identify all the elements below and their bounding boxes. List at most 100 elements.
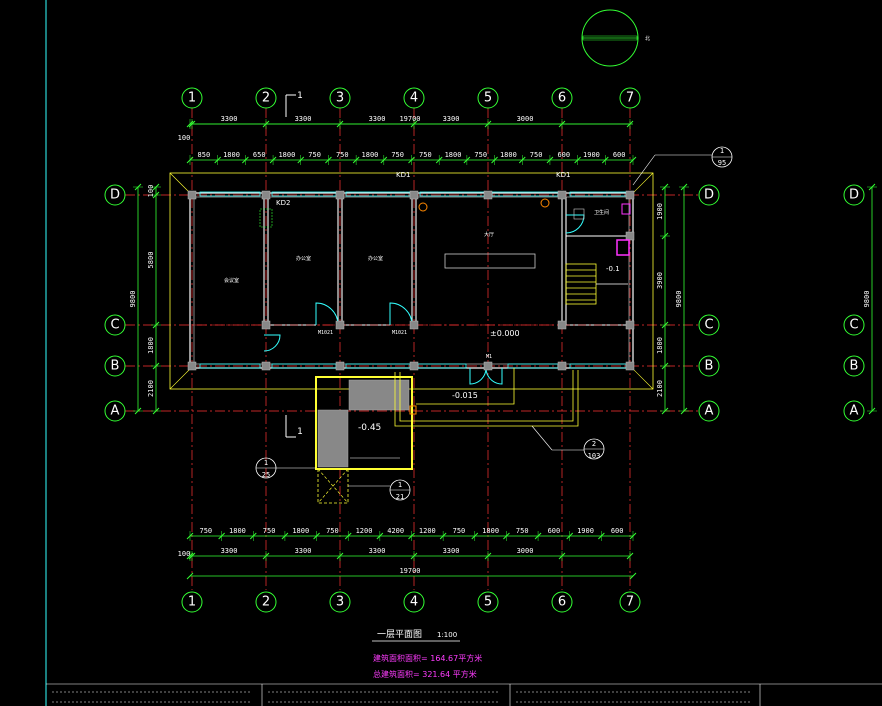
grid-bubble-top-4-label: 4 (410, 91, 418, 106)
area-note-2: 总建筑面积= 321.64 平方米 (373, 669, 477, 679)
dim-bottom-bay-1: 3300 (221, 547, 238, 555)
grid-bubble-top-5-label: 5 (484, 91, 492, 106)
column-1 (187, 361, 197, 371)
svg-text:95: 95 (718, 159, 726, 167)
dim-top-detail-3: 1800 (278, 151, 295, 159)
dim-top-detail-1: 1800 (223, 151, 240, 159)
grid-bubble-bottom-5: 5 (477, 591, 499, 613)
axis-lines-vertical (191, 108, 631, 590)
dim-top-bay-2: 3300 (295, 115, 312, 123)
north-arrow-icon: 北 (581, 9, 650, 67)
column-7 (409, 361, 419, 371)
grid-bubble-left-A-label: A (111, 404, 120, 419)
column-18 (625, 320, 635, 330)
dim-bottom-detail-1: 1800 (229, 527, 246, 535)
column-3 (261, 361, 271, 371)
column-9 (483, 361, 493, 371)
dim-top-bay-4: 3300 (443, 115, 460, 123)
tag-m1021-a: M1021 (318, 330, 333, 336)
dim-bottom-detail-7: 1200 (419, 527, 436, 535)
column-16 (409, 320, 419, 330)
room-label-4: 大厅 (484, 231, 494, 238)
grid-bubble-far-D-label: D (849, 188, 859, 203)
dim-top-total: 19700 (399, 115, 420, 123)
room-label-5: 卫生间 (594, 209, 609, 216)
svg-text:21: 21 (396, 493, 404, 501)
grid-bubble-bottom-2: 2 (255, 591, 277, 613)
notes-band (46, 683, 882, 706)
column-10 (557, 190, 567, 200)
drainage-outline (394, 368, 579, 427)
grid-bubble-top-7-label: 7 (626, 91, 634, 106)
tag-m1021-b: M1021 (392, 330, 407, 336)
room-label-3: 办公室 (368, 255, 383, 262)
drawing-title: 一层平面图 (377, 629, 422, 640)
dim-bottom-detail-12: 1900 (577, 527, 594, 535)
dim-bottom-detail-6: 4200 (387, 527, 404, 535)
dim-bottom-detail-3: 1800 (292, 527, 309, 535)
grid-bubble-far-D: D (843, 184, 865, 206)
column-0 (187, 190, 197, 200)
dim-bottom-detail-9: 1800 (482, 527, 499, 535)
grid-bubble-top-5: 5 (477, 87, 499, 109)
detail-callout-4: 1 21 (348, 457, 411, 501)
dim-top-detail-9: 1800 (445, 151, 462, 159)
grid-bubble-bottom-5-label: 5 (484, 595, 492, 610)
dim-top-bay-1: 3300 (221, 115, 238, 123)
drawing-title-block: 一层平面图 1:100 建筑面积面积= 164.67平方米 总建筑面积= 321… (372, 629, 482, 679)
grid-bubble-right-B-label: B (705, 359, 714, 374)
grid-bubble-far-A-label: A (850, 404, 859, 419)
svg-text:1: 1 (297, 91, 303, 101)
grid-bubble-right-C-label: C (704, 318, 713, 333)
dim-bottom-total: 19700 (399, 567, 420, 575)
detail-callout-2: 2 103 (531, 425, 605, 460)
column-4 (335, 190, 345, 200)
dim-top-offset: 100 (178, 134, 191, 142)
room-label-1: 会议室 (224, 277, 239, 284)
dim-top-detail-0: 850 (198, 151, 211, 159)
dim-bottom-detail-2: 750 (263, 527, 276, 535)
entry-porch (315, 376, 417, 504)
grid-bubble-far-B-label: B (850, 359, 859, 374)
grid-bubble-bottom-1-label: 1 (188, 595, 196, 610)
dim-top-detail-13: 600 (557, 151, 570, 159)
grid-bubble-top-2-label: 2 (262, 91, 270, 106)
svg-text:103: 103 (588, 452, 601, 460)
grid-bubble-right-C: C (698, 314, 720, 336)
grid-bubble-bottom-4: 4 (403, 591, 425, 613)
grid-bubble-far-C: C (843, 314, 865, 336)
north-label: 北 (645, 35, 650, 42)
detail-callout-3: 1 25 (255, 457, 316, 479)
level-outside: -0.45 (358, 423, 381, 433)
grid-bubble-left-D-label: D (110, 188, 120, 203)
svg-text:1: 1 (264, 459, 268, 467)
svg-text:1: 1 (720, 147, 724, 155)
grid-bubble-bottom-6-label: 6 (558, 595, 566, 610)
grid-bubble-bottom-2-label: 2 (262, 595, 270, 610)
grid-bubble-bottom-7: 7 (619, 591, 641, 613)
tag-m1: M1 (486, 354, 492, 360)
room-label-2: 办公室 (296, 255, 311, 262)
window-bottom-4 (507, 363, 559, 369)
column-2 (261, 190, 271, 200)
area-note-1: 建筑面积面积= 164.67平方米 (373, 653, 482, 663)
detail-callout-1: 1 95 (632, 146, 733, 186)
grid-bubble-bottom-3: 3 (329, 591, 351, 613)
section-mark-top: 1 (285, 91, 303, 117)
column-15 (335, 320, 345, 330)
grid-bubble-right-B: B (698, 355, 720, 377)
structural-columns (187, 190, 635, 371)
grid-bubble-left-A: A (104, 400, 126, 422)
reception-counter (444, 253, 536, 269)
window-bottom-0 (199, 363, 261, 369)
dim-top-detail-8: 750 (419, 151, 432, 159)
grid-bubble-top-3: 3 (329, 87, 351, 109)
grid-bubble-bottom-4-label: 4 (410, 595, 418, 610)
